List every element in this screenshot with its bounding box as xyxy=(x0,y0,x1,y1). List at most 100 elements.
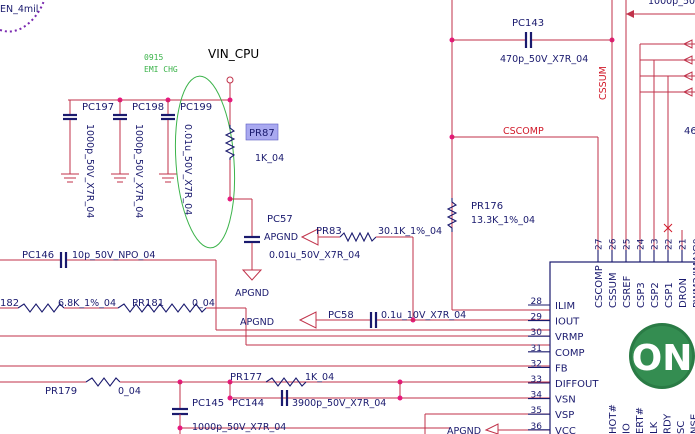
ic-pin-number: 26 xyxy=(609,238,619,250)
ic-pin-number: 27 xyxy=(595,239,605,250)
net-apgnd-3: APGND xyxy=(240,317,274,328)
ic-pin-name: IO xyxy=(622,423,633,434)
ic-pin-name: CSP2 xyxy=(650,282,661,308)
ic-pin-name: HOT# xyxy=(608,404,619,434)
ic-pin-number: 25 xyxy=(623,239,633,250)
capacitor-pc57 xyxy=(241,235,263,281)
junction xyxy=(177,425,183,431)
note-0915: 0915 xyxy=(144,53,163,62)
ic-pin-number: 29 xyxy=(531,313,543,323)
flag-top-right-5 xyxy=(682,87,693,97)
label-pr181: PR181 xyxy=(132,298,164,309)
label-vin-cpu: VIN_CPU xyxy=(208,47,259,61)
label-pr177: PR177 xyxy=(230,372,262,383)
capacitor-pc198 xyxy=(111,100,129,183)
ic-pin-name: VRMP xyxy=(555,332,583,343)
ic-pin-name: PWM2/IMAX xyxy=(692,248,695,308)
value-pc146: 10p_50V_NPO_04 xyxy=(72,250,155,261)
resistor-pr181 xyxy=(117,303,207,313)
resistor-pr83 xyxy=(339,231,377,243)
junction xyxy=(397,395,403,401)
highlight-pr87 xyxy=(245,123,279,141)
value-top-right: 1000p_50 xyxy=(648,0,695,7)
ic-pin-name: CSCOMP xyxy=(594,265,605,308)
label-pc143: PC143 xyxy=(512,18,544,29)
ic-pin-number: 28 xyxy=(531,297,543,307)
capacitor-pc197 xyxy=(61,100,79,183)
ic-pin-number: 22 xyxy=(665,239,675,250)
resistor-pr87 xyxy=(224,125,236,160)
ic-pin-name: CSSUM xyxy=(608,272,619,308)
ic-pin-number: 23 xyxy=(651,239,661,250)
ic-pin-name: NSE xyxy=(690,414,695,434)
label-pc198: PC198 xyxy=(132,102,164,113)
ic-pin-name: VSN xyxy=(555,395,576,406)
label-pc57: PC57 xyxy=(267,214,293,225)
net-cscomp: CSCOMP xyxy=(503,126,544,137)
label-pc199: PC199 xyxy=(180,102,212,113)
ic-pin-number: 32 xyxy=(531,359,542,369)
ic-pin-name: CSP1 xyxy=(664,282,675,308)
ic-pin-number: 33 xyxy=(531,375,542,385)
label-pc145: PC145 xyxy=(192,398,224,409)
vin-cpu-port xyxy=(226,76,234,84)
ic-pin-number: 30 xyxy=(531,328,543,338)
net-apgnd-4: APGND xyxy=(447,426,481,434)
resistor-182 xyxy=(17,303,65,313)
value-pc143: 470p_50V_X7R_04 xyxy=(500,54,588,65)
value-pc57: 0.01u_50V_X7R_04 xyxy=(269,250,360,261)
label-edge-46: 46 xyxy=(684,126,695,137)
label-pr179: PR179 xyxy=(45,386,77,397)
ic-pin-number: 24 xyxy=(637,238,647,250)
value-pc198: 1000p_50V_X7R_04 xyxy=(133,124,144,218)
label-pc197: PC197 xyxy=(82,102,114,113)
value-pc144: 3900p_50V_X7R_04 xyxy=(292,398,386,409)
label-pr83: PR83 xyxy=(316,226,342,237)
logo-text: ON xyxy=(632,338,693,379)
value-pc197: 1000p_50V_X7R_04 xyxy=(84,124,95,218)
ic-pin-name: RDY xyxy=(662,413,673,434)
flag-top-right-4 xyxy=(682,71,693,81)
ic-pin-name: COMP xyxy=(555,348,585,359)
ic-pin-name: FB xyxy=(555,363,568,374)
no-connect-mark xyxy=(663,223,673,233)
net-apgnd-2: APGND xyxy=(235,288,269,299)
ic-pin-number: 34 xyxy=(531,391,543,401)
ic-pin-name: CSREF xyxy=(622,275,633,308)
label-pc144: PC144 xyxy=(232,398,264,409)
ic-pin-number: 31 xyxy=(531,344,542,354)
ic-pin-name: IOUT xyxy=(555,317,580,328)
flag-top-right-2 xyxy=(682,39,693,49)
ic-pin-name: CSP3 xyxy=(636,282,647,308)
on-semi-logo: ON xyxy=(629,323,695,389)
net-apgnd-1: APGND xyxy=(264,232,298,243)
ic-pin-name: DIFFOUT xyxy=(555,379,599,390)
apgnd-flag-3 xyxy=(484,423,499,434)
ic-pin-name: VSP xyxy=(555,410,574,421)
value-r182: 6.8K_1%_04 xyxy=(58,298,116,309)
label-r182: 182 xyxy=(0,298,19,309)
resistor-pr176 xyxy=(446,198,458,232)
ic-pin-number: 20 xyxy=(693,238,695,250)
junction xyxy=(227,395,233,401)
value-pr87: 1K_04 xyxy=(255,153,284,164)
value-pr83: 30.1K_1%_04 xyxy=(378,226,442,237)
note-emi-chg: EMI CHG xyxy=(144,65,178,74)
value-pr176: 13.3K_1%_04 xyxy=(471,215,535,226)
value-pr177: 1K_04 xyxy=(305,372,334,383)
flag-top-right-1 xyxy=(626,10,634,18)
resistor-pr177 xyxy=(265,377,307,387)
resistor-pr179 xyxy=(85,377,121,387)
junction xyxy=(227,97,233,103)
dotted-boundary xyxy=(0,0,45,33)
ic-pin-name: ERT# xyxy=(635,407,646,434)
apgnd-flag-2 xyxy=(298,311,317,329)
value-pr179: 0_04 xyxy=(118,386,141,397)
flag-top-right-3 xyxy=(682,55,693,65)
ic-pin-name: LK xyxy=(649,421,660,434)
net-cssum: CSSUM xyxy=(598,66,609,100)
